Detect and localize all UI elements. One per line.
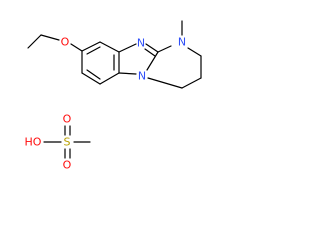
sulfonyl-oxygen-bottom-label: O bbox=[63, 159, 72, 172]
ether-oxygen-label: O bbox=[61, 36, 70, 49]
ring-nitrogen-label: N bbox=[138, 70, 146, 83]
bond-ch2-o bbox=[40, 34, 60, 41]
bond-o-ring bbox=[70, 43, 83, 52]
bond-c2-nme bbox=[157, 45, 172, 53]
bond-ch2c-n1 bbox=[147, 77, 183, 89]
bond-n-c2 bbox=[145, 43, 159, 53]
bond-nme-ch2a bbox=[187, 47, 202, 57]
double-bond-inner-3 bbox=[86, 69, 101, 80]
hydroxyl-label: HO bbox=[25, 136, 42, 149]
bond-b5-b6 bbox=[81, 72, 101, 85]
benzene-ring bbox=[81, 41, 120, 85]
bond-n1-c7a bbox=[118, 72, 137, 75]
sulfonyl-oxygen-top-label: O bbox=[63, 113, 72, 126]
chemical-structure-diagram: O N N N HO S O O bbox=[25, 20, 202, 172]
methyl-nitrogen-label: N bbox=[178, 36, 186, 49]
pyrimidine-ring bbox=[147, 20, 202, 89]
double-bond-n-c2 bbox=[144, 48, 156, 57]
imine-nitrogen-label: N bbox=[137, 37, 145, 50]
imidazole-ring bbox=[118, 43, 159, 75]
methanesulfonic-acid bbox=[43, 125, 91, 159]
bond-c2-n1 bbox=[146, 51, 159, 71]
bond-c3a-n bbox=[118, 43, 137, 53]
bond-b2-b3 bbox=[99, 41, 120, 53]
bond-b4-b5 bbox=[99, 72, 120, 85]
double-bond-inner-1 bbox=[86, 46, 101, 55]
sulfur-label: S bbox=[64, 136, 71, 149]
bond-ch3-ch2 bbox=[27, 34, 42, 49]
bond-b1-b2 bbox=[81, 41, 101, 52]
ethoxy-group bbox=[27, 34, 83, 52]
bond-ch2b-ch2c bbox=[181, 77, 202, 89]
